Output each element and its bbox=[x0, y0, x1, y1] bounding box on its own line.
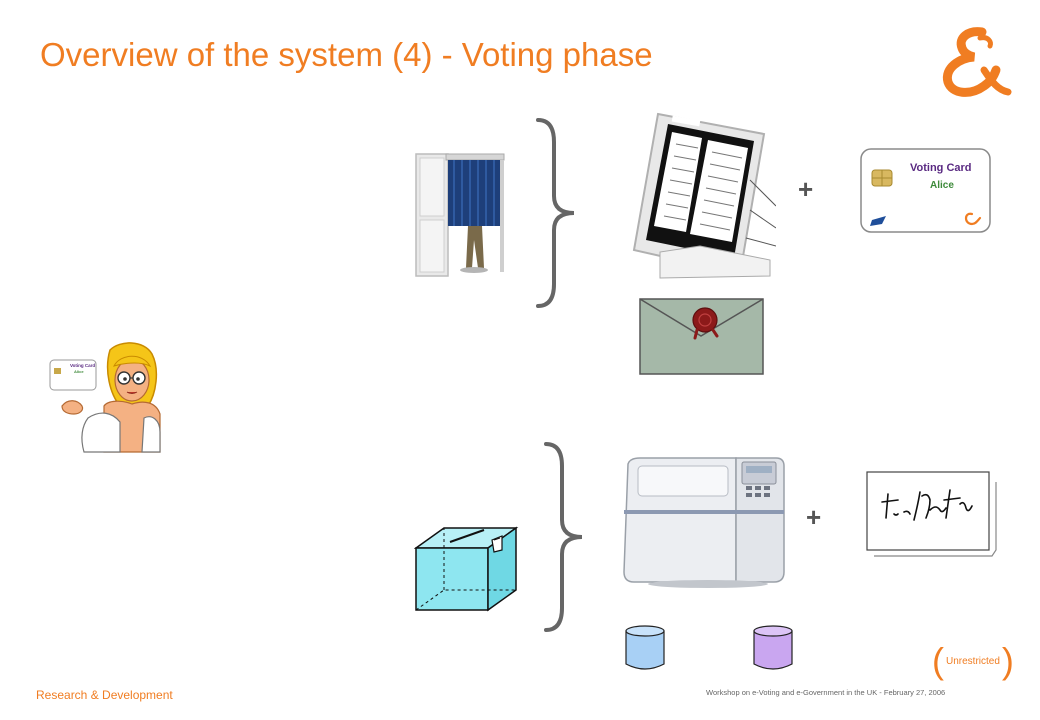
mini-ampersand-icon bbox=[964, 212, 982, 226]
card-holder-name: Alice bbox=[930, 180, 954, 191]
voter-character: Voting Card Alice bbox=[49, 342, 161, 453]
voting-card: Voting Card Alice bbox=[860, 148, 991, 233]
e-voting-tablet-icon bbox=[632, 112, 776, 279]
plus-operator-top: + bbox=[798, 174, 814, 204]
classification-paren-left: ( bbox=[932, 640, 944, 681]
brace-bottom bbox=[544, 442, 583, 632]
database-purple-icon bbox=[753, 625, 793, 670]
classification-label: Unrestricted bbox=[946, 655, 1000, 667]
ampersand-logo-icon bbox=[942, 27, 1012, 97]
signature-icon bbox=[866, 471, 997, 557]
sealed-envelope-icon bbox=[639, 298, 764, 375]
classification-paren-right: ) bbox=[1001, 640, 1014, 681]
st-logo-icon bbox=[870, 216, 886, 226]
database-blue-icon bbox=[625, 625, 665, 670]
mini-card-holder: Alice bbox=[74, 369, 84, 374]
ballot-box-icon bbox=[414, 526, 519, 612]
footer-event: Workshop on e-Voting and e-Government in… bbox=[706, 688, 946, 697]
brace-top bbox=[536, 118, 575, 308]
slide-title: Overview of the system (4) - Voting phas… bbox=[40, 36, 653, 73]
card-title: Voting Card bbox=[910, 162, 972, 174]
server-machine-icon bbox=[623, 457, 785, 588]
footer-department: Research & Development bbox=[36, 688, 173, 702]
mini-card-title: Voting Card bbox=[70, 363, 95, 368]
classification-badge: ( Unrestricted ) bbox=[932, 640, 1014, 681]
plus-operator-bottom: + bbox=[806, 502, 822, 532]
voting-booth-icon bbox=[415, 153, 505, 277]
